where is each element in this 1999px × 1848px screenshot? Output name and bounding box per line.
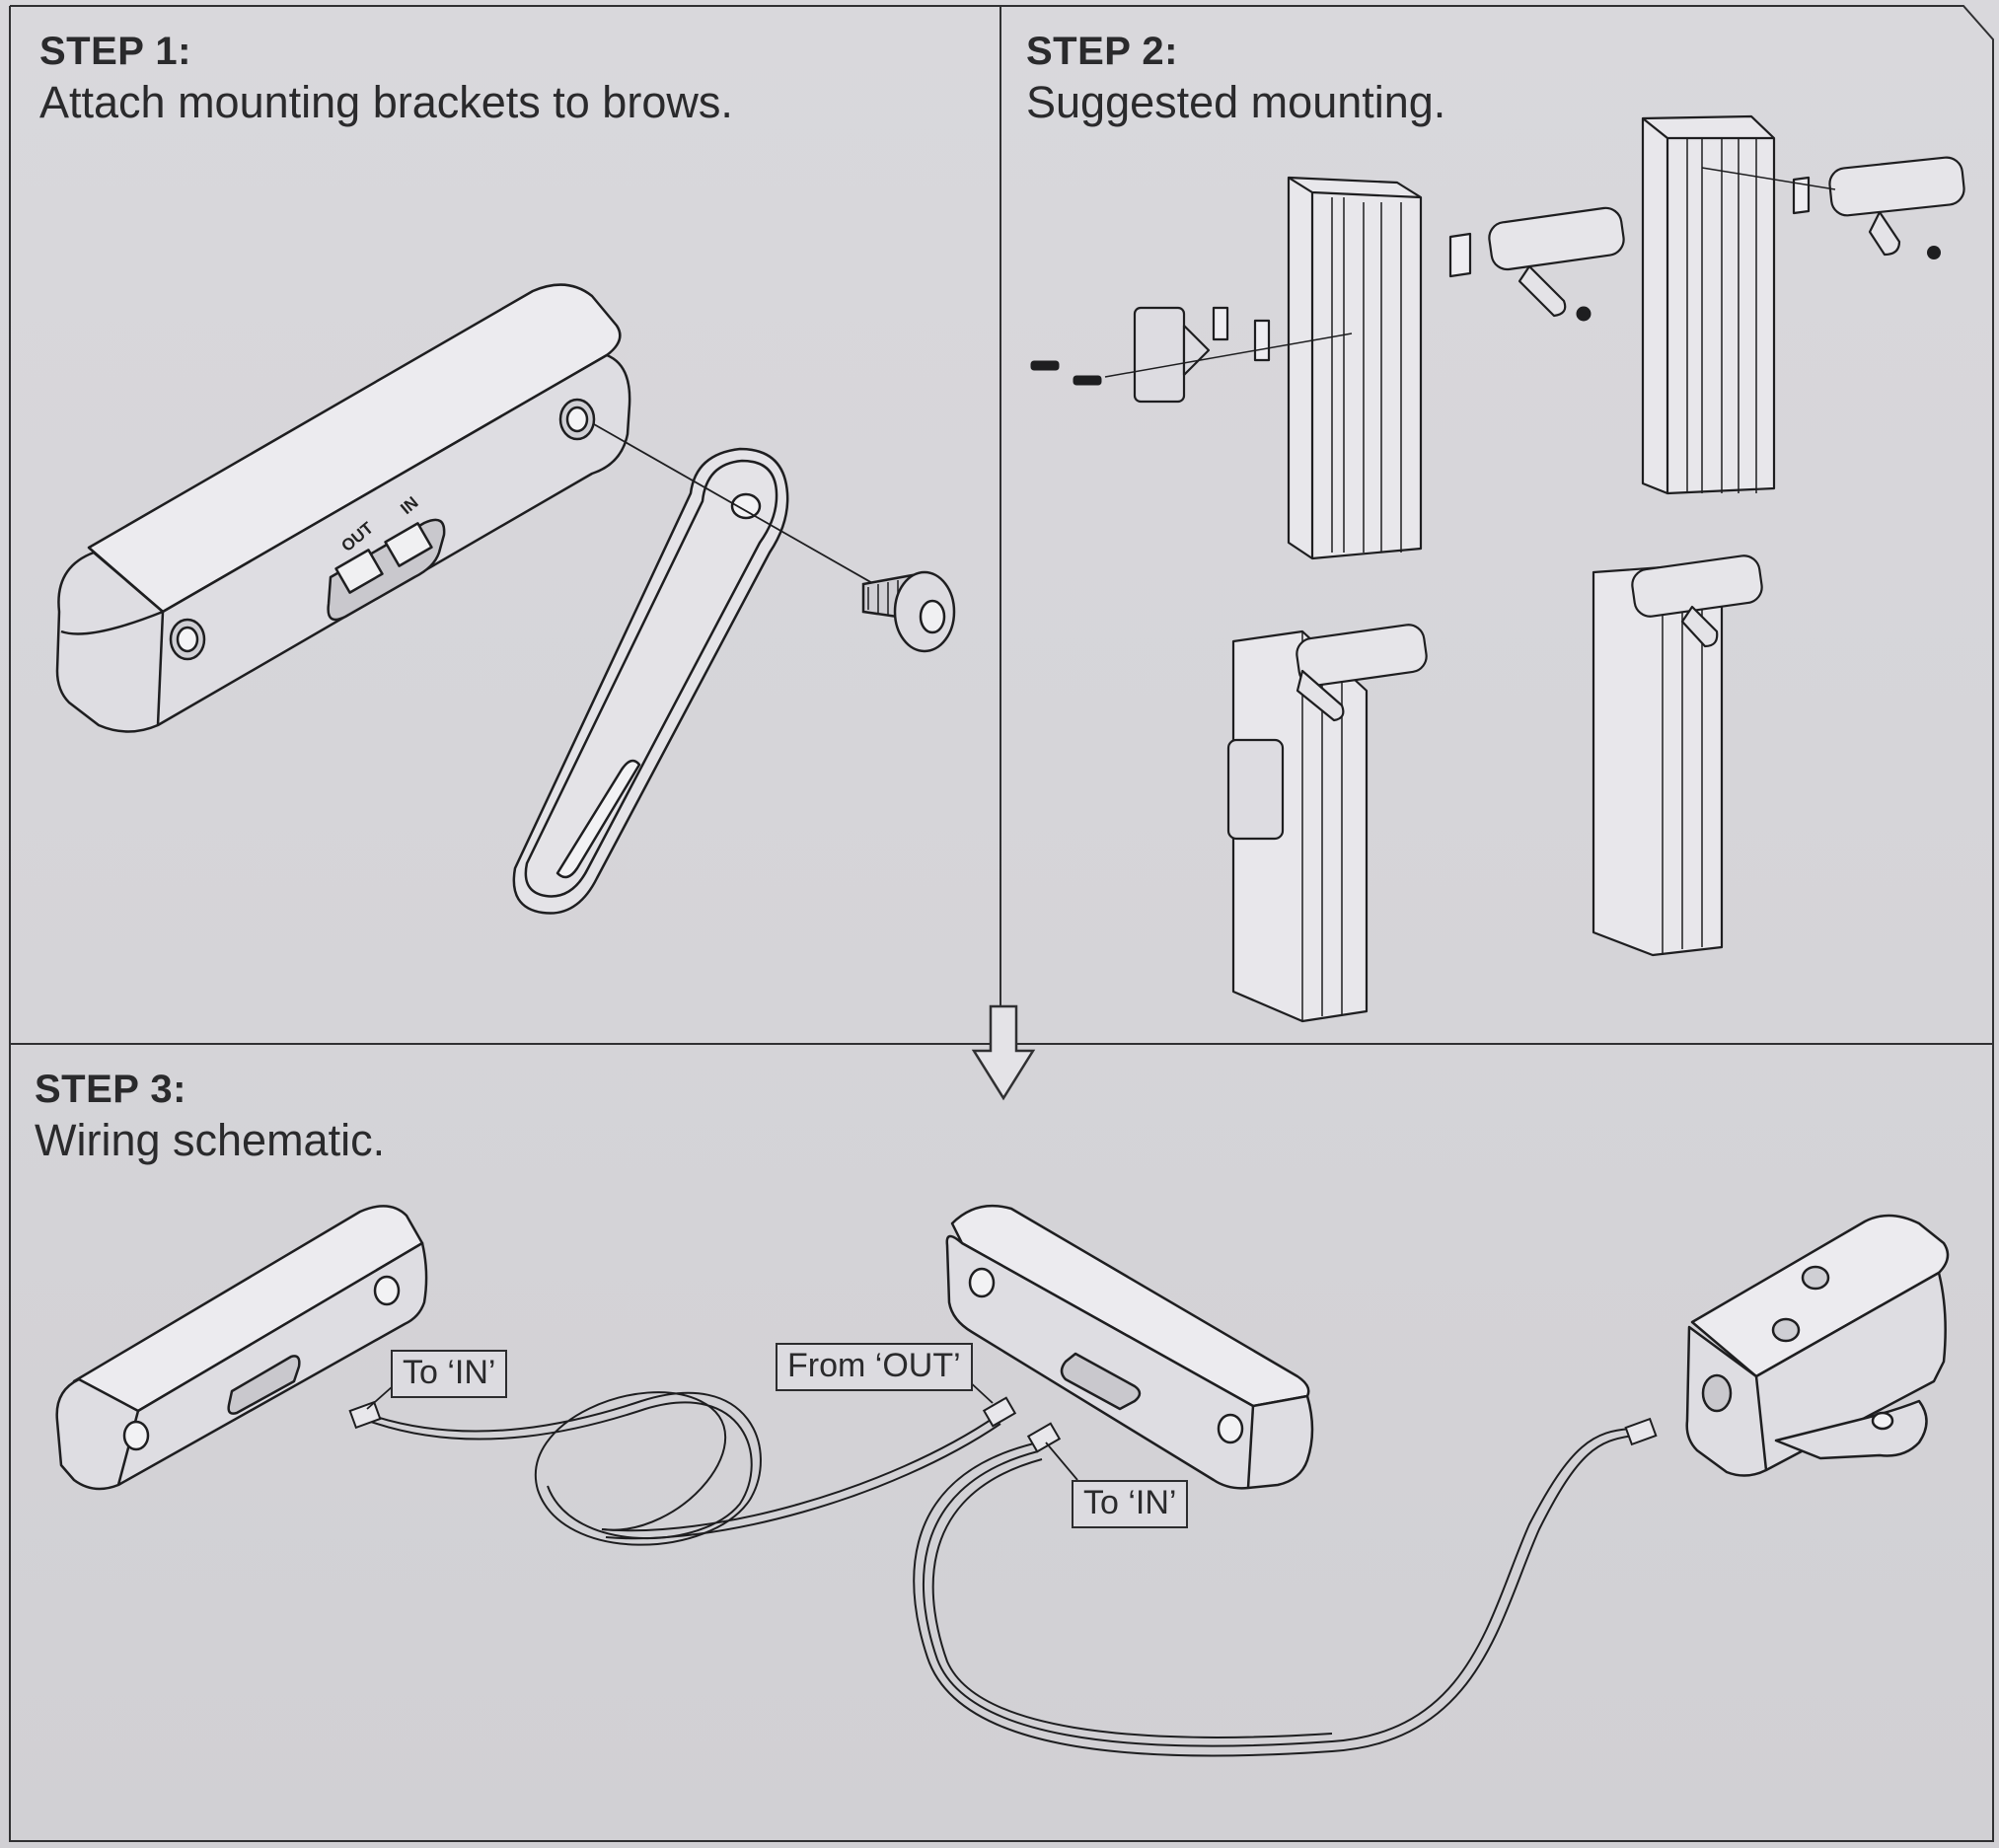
step2-mount-a (1035, 176, 1625, 560)
step2-subtitle: Suggested mounting. (1026, 77, 1446, 127)
down-arrow-icon (971, 1004, 1036, 1101)
step3-header: STEP 3: Wiring schematic. (35, 1068, 385, 1166)
step1-alignment-line (593, 423, 889, 593)
step3-connectors (348, 1396, 1658, 1453)
step2-line-a (1104, 333, 1353, 378)
step1-title: STEP 1: (39, 30, 191, 73)
step3-brow-left (55, 1205, 428, 1491)
callout-to-in-left: To ‘IN’ (391, 1350, 508, 1399)
callout-to-in-right: To ‘IN’ (1072, 1480, 1189, 1529)
step1-brow-unit: OUT IN (55, 283, 631, 733)
step2-title: STEP 2: (1026, 30, 1178, 73)
callout-from-out: From ‘OUT’ (776, 1343, 973, 1392)
step2-screw-a (1030, 306, 1592, 386)
step3-subtitle: Wiring schematic. (35, 1115, 386, 1165)
step3-title: STEP 3: (35, 1068, 186, 1111)
step2-mount-c (1226, 624, 1428, 1023)
step1-bracket (512, 447, 789, 915)
step2-mount-d (1592, 554, 1763, 957)
step2-line-b (1701, 167, 1836, 190)
step1-subtitle: Attach mounting brackets to brows. (39, 77, 733, 127)
step3-controller-box (1685, 1214, 1950, 1477)
step3-cables (366, 1391, 1634, 1757)
step3-brow-right (945, 1204, 1314, 1490)
step2-screw-b (1927, 246, 1941, 259)
step1-screw-icon (861, 570, 956, 653)
step2-mount-b (1641, 114, 1965, 495)
step1-header: STEP 1: Attach mounting brackets to brow… (39, 30, 733, 128)
step2-header: STEP 2: Suggested mounting. (1026, 30, 1445, 128)
